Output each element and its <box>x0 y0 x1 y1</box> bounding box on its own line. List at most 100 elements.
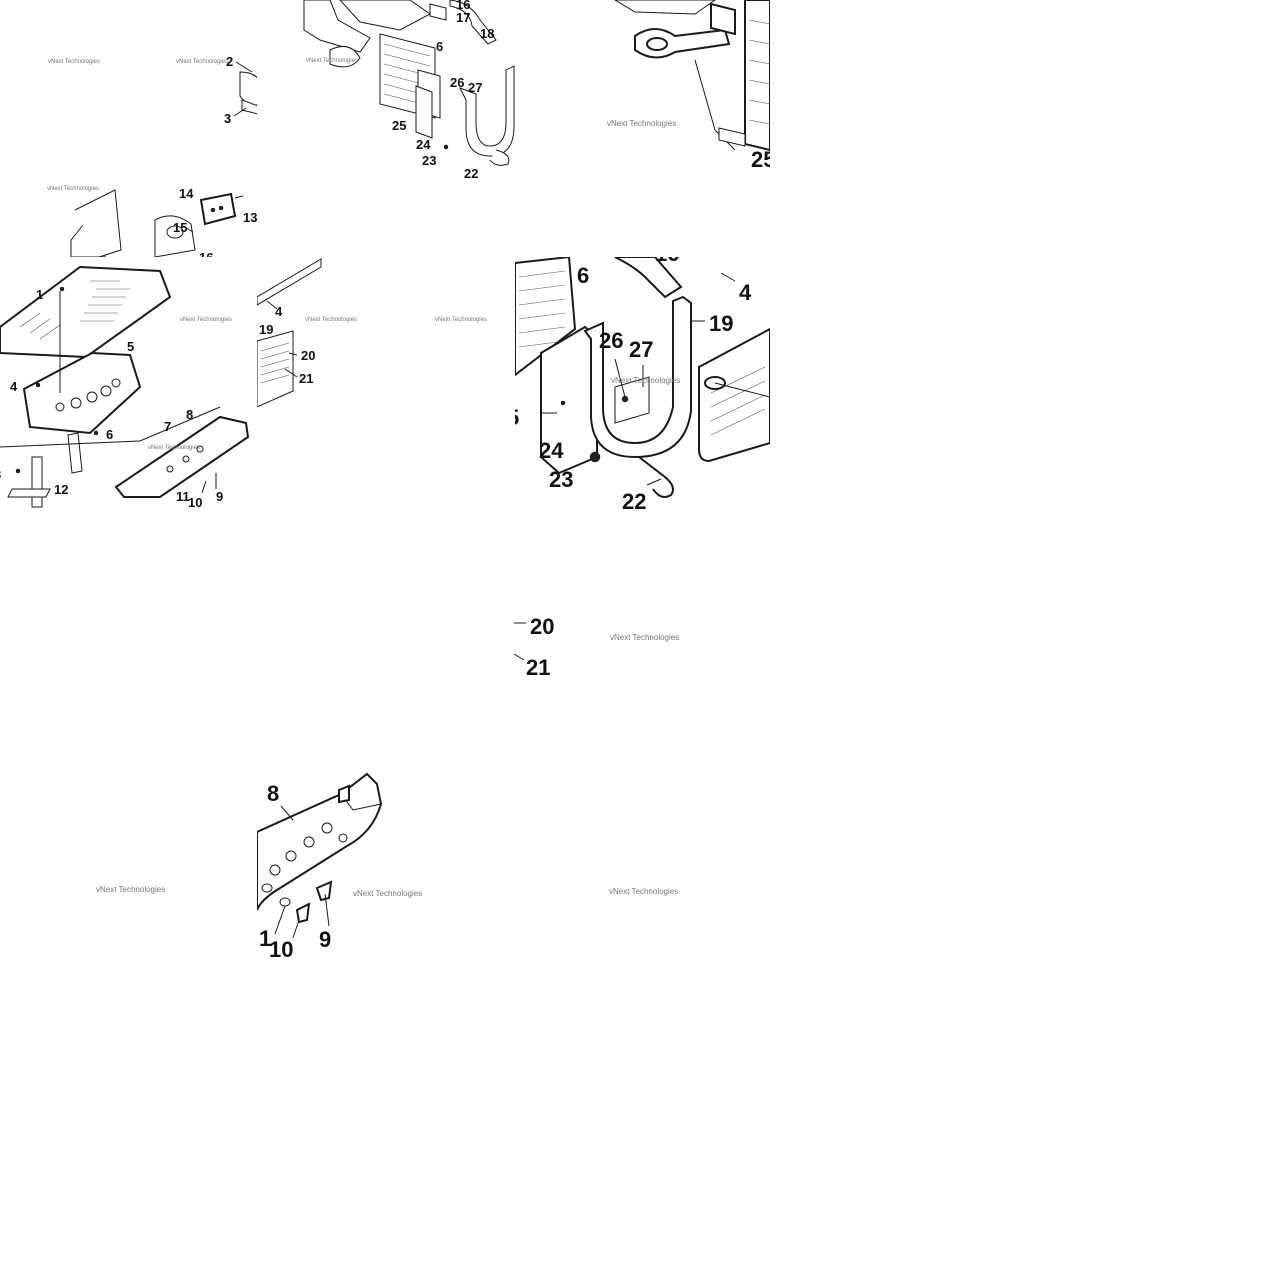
part-label-20: 20 <box>301 348 315 363</box>
nut-part <box>589 451 601 463</box>
leader-line <box>280 805 294 821</box>
clip-part <box>429 3 447 21</box>
watermark: vNext Technologies <box>148 445 200 451</box>
hole <box>86 391 98 403</box>
watermark: vNext Technologies <box>47 186 99 192</box>
diagram-bottom-left: vNext Technologies <box>96 885 165 894</box>
watermark: vNext Technologies <box>306 58 358 64</box>
diagram-top-center: vNext Technologies 16 17 18 6 26 27 25 2… <box>303 0 515 181</box>
hole <box>303 836 315 848</box>
diagram-main-left: vNext Technologies vNext Technologies 1 … <box>0 265 250 510</box>
watermark: vNext Technologies <box>176 59 228 65</box>
part-label-1: 1 <box>36 287 43 302</box>
part-label-18: 18 <box>480 26 494 41</box>
part-label-25: 25 <box>392 118 406 133</box>
leader-line <box>324 893 330 927</box>
tile-zoom-right: vNext Technologies 16 6 4 19 26 27 5 24 … <box>515 257 770 515</box>
tile-mid-right: vNext Technologies 20 21 <box>512 600 770 690</box>
bolt-part <box>315 880 333 902</box>
bumper-part <box>114 415 250 498</box>
leader-line <box>266 300 278 310</box>
part-label-6: 6 <box>577 263 589 288</box>
plate-part <box>241 99 257 115</box>
diagram-zoom-right: vNext Technologies 16 6 4 19 26 27 5 24 … <box>515 257 770 514</box>
leader-line <box>288 352 298 356</box>
bracket-foot <box>7 488 51 498</box>
part-label-27: 27 <box>468 80 482 95</box>
watermark: vNext Technologies <box>96 885 165 894</box>
mount-part <box>329 45 361 68</box>
part-label-14: 14 <box>179 186 194 201</box>
bolt-part <box>15 468 21 474</box>
part-label-8: 8 <box>267 781 279 806</box>
hose-part <box>449 0 497 45</box>
part-label-6: 6 <box>106 427 113 442</box>
shroud-part <box>257 330 294 407</box>
part-label-26: 26 <box>599 328 623 353</box>
part-label-3: 3 <box>0 467 1 482</box>
tile-bottom-right: vNext Technologies <box>595 870 735 920</box>
leader-line <box>234 195 244 199</box>
part-label-9: 9 <box>319 927 331 952</box>
watermark: vNext Technologies <box>353 889 422 898</box>
hole <box>100 385 112 397</box>
reflector-part <box>199 192 237 226</box>
bolt-part <box>59 286 65 292</box>
part-label-13: 13 <box>243 210 257 225</box>
hook-part <box>638 456 674 498</box>
part-label-4: 4 <box>739 280 752 305</box>
shroud-grille <box>260 342 290 384</box>
watermark: vNext Technologies <box>180 317 232 323</box>
part-label-19: 19 <box>709 311 733 336</box>
leader-line <box>720 272 736 282</box>
leader-line <box>646 478 662 486</box>
radiator-part <box>744 0 770 152</box>
nut-part <box>443 144 449 150</box>
mount-hole <box>166 225 184 239</box>
hole <box>285 850 297 862</box>
hole <box>111 378 121 388</box>
part-label-24: 24 <box>416 137 431 152</box>
guard-part <box>458 65 515 157</box>
part-label-16: 16 <box>655 257 679 266</box>
part-label-10: 10 <box>188 495 202 510</box>
bracket-part <box>718 127 746 147</box>
watermark: vNext Technologies <box>48 59 100 65</box>
hole <box>321 822 333 834</box>
leader-line <box>201 480 207 494</box>
part-label-1: 1 <box>259 926 271 951</box>
part-label-21: 21 <box>526 655 550 680</box>
rack-slots <box>19 280 130 340</box>
leader-line <box>614 358 626 398</box>
bolt-part <box>560 400 566 406</box>
floor-line <box>0 406 221 448</box>
part-label-9: 9 <box>216 489 223 504</box>
part-label-7: 7 <box>164 419 171 434</box>
watermark: vNext Technologies <box>305 317 357 323</box>
part-label-2: 2 <box>226 54 233 69</box>
leader-line <box>182 225 194 233</box>
part-label-23: 23 <box>422 153 436 168</box>
leader-line <box>513 653 525 661</box>
radiator-fins <box>518 270 566 348</box>
shroud-part <box>698 327 770 463</box>
bolt-part <box>295 902 311 924</box>
frame-part <box>614 0 716 15</box>
diagram-mid-left: vNext Technologies 14 13 15 16 <box>47 186 257 257</box>
hook-part <box>489 149 510 166</box>
tile-main-center: vNext Technologies vNext Technologies 4 … <box>257 257 515 407</box>
leader-line <box>274 905 286 935</box>
shroud-grille <box>710 366 766 436</box>
part-label-22: 22 <box>622 489 646 514</box>
part-label-15: 15 <box>173 220 187 235</box>
diagram-mid-right: vNext Technologies 20 21 <box>513 614 679 680</box>
part-label-4: 4 <box>10 379 18 394</box>
hole <box>166 465 174 473</box>
diagram-top-left: vNext Technologies vNext Technologies 2 … <box>48 54 257 126</box>
leader-line <box>714 382 770 398</box>
diagram-main-center: vNext Technologies vNext Technologies 4 … <box>257 258 487 407</box>
tile-top-right: vNext Technologies 25 <box>595 0 770 180</box>
part-label-8: 8 <box>186 407 193 422</box>
radiator-fins <box>748 19 770 125</box>
hole <box>70 397 82 409</box>
